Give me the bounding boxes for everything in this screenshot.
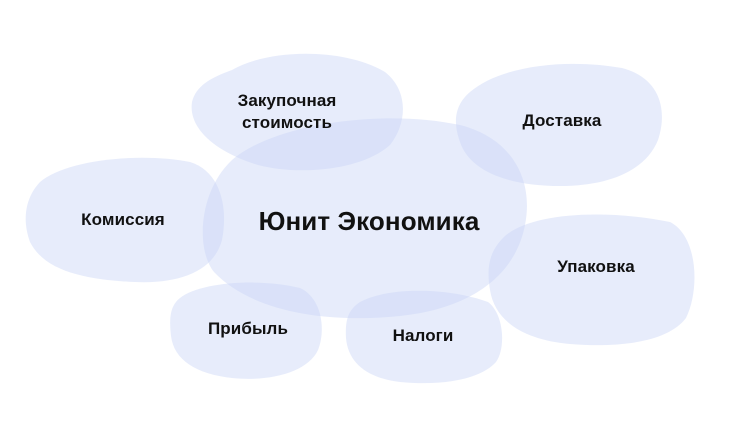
center-node-unit-economics: Юнит Экономика: [258, 206, 480, 236]
node-profit: Прибыль: [207, 319, 289, 338]
node-delivery: Доставка: [522, 111, 602, 130]
node-packaging: Упаковка: [557, 257, 635, 276]
blob-center: [202, 118, 527, 319]
node-purchase-cost: Закупочная стоимость: [237, 91, 337, 132]
blob-delivery: [455, 63, 662, 186]
blob-packaging: [488, 214, 695, 346]
node-taxes: Налоги: [392, 326, 454, 345]
blob-taxes: [345, 290, 503, 384]
blob-profit: [170, 282, 322, 379]
node-commission: Комиссия: [81, 210, 165, 229]
blob-commission: [25, 157, 225, 283]
blob-purchase-cost: [191, 53, 403, 171]
